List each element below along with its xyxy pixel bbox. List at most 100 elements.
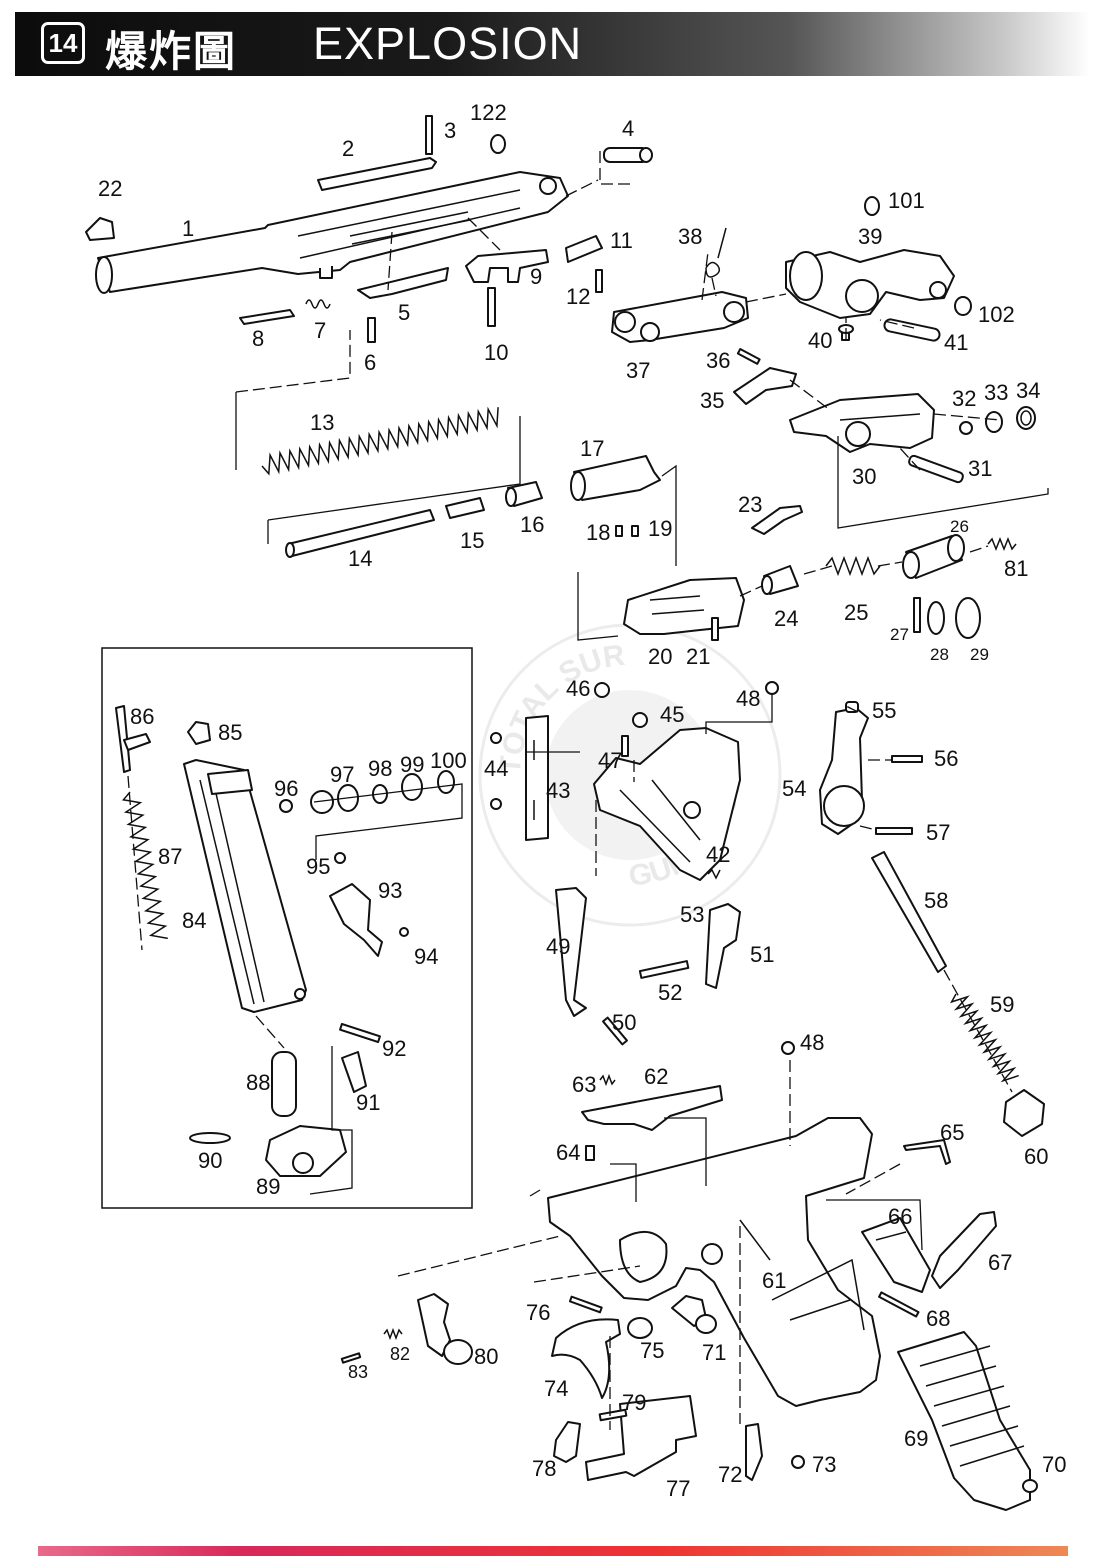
part-86-follower-rod xyxy=(115,705,151,773)
label-11: 11 xyxy=(610,228,633,253)
part-10-pin xyxy=(487,287,496,327)
label-92: 92 xyxy=(382,1036,406,1061)
part-8-lever xyxy=(239,309,295,325)
part-88-tube xyxy=(271,1051,297,1117)
part-53-spring xyxy=(707,868,721,880)
label-37: 37 xyxy=(626,358,650,383)
part-95-screw xyxy=(334,852,346,864)
label-26: 26 xyxy=(950,517,969,536)
part-39-front-toggle xyxy=(785,249,955,319)
label-69: 69 xyxy=(904,1426,928,1451)
label-44: 44 xyxy=(484,756,508,781)
part-64-spring xyxy=(585,1145,595,1161)
label-30: 30 xyxy=(852,464,876,489)
label-100: 100 xyxy=(430,748,467,773)
part-72-lever xyxy=(745,1423,763,1481)
label-87: 87 xyxy=(158,844,182,869)
label-53: 53 xyxy=(680,902,704,927)
part-54-hammer xyxy=(819,707,869,835)
label-22: 22 xyxy=(98,176,122,201)
label-66: 66 xyxy=(888,1204,912,1229)
part-76-pin xyxy=(568,1295,603,1314)
label-9: 9 xyxy=(530,264,542,289)
part-51-sear xyxy=(705,903,741,989)
label-101: 101 xyxy=(888,188,925,213)
label-68: 68 xyxy=(926,1306,950,1331)
part-2-extractor xyxy=(317,157,437,191)
label-17: 17 xyxy=(580,436,604,461)
part-96-screw xyxy=(279,799,293,813)
part-69-grip-panel xyxy=(897,1331,1031,1511)
part-67-lever xyxy=(931,1211,997,1289)
label-63: 63 xyxy=(572,1072,596,1097)
label-60: 60 xyxy=(1024,1144,1048,1169)
label-72: 72 xyxy=(718,1462,742,1487)
part-24-valve xyxy=(761,565,799,595)
label-85: 85 xyxy=(218,720,242,745)
label-94: 94 xyxy=(414,944,438,969)
label-45: 45 xyxy=(660,702,684,727)
part-71-button xyxy=(671,1295,717,1334)
part-barrel-receiver xyxy=(95,171,569,294)
label-99: 99 xyxy=(400,752,424,777)
label-122: 122 xyxy=(470,100,507,125)
label-78: 78 xyxy=(532,1456,556,1481)
label-51: 51 xyxy=(750,942,774,967)
label-4: 4 xyxy=(622,116,634,141)
label-79: 79 xyxy=(622,1390,646,1415)
label-96: 96 xyxy=(274,776,298,801)
part-66-latch xyxy=(861,1217,931,1293)
part-31-screw xyxy=(908,454,964,484)
part-60-plug xyxy=(1003,1089,1045,1137)
part-11-plate xyxy=(565,235,603,263)
part-79-pin xyxy=(598,1408,628,1422)
label-16: 16 xyxy=(520,512,544,537)
label-15: 15 xyxy=(460,528,484,553)
part-33-o-ring xyxy=(985,411,1003,433)
label-38: 38 xyxy=(678,224,702,249)
part-35-hook xyxy=(733,367,797,405)
label-83: 83 xyxy=(348,1362,368,1382)
label-57: 57 xyxy=(926,820,950,845)
part-48-screw-upper xyxy=(765,681,779,695)
part-21-pin xyxy=(711,617,719,641)
part-68-pin xyxy=(878,1291,920,1318)
label-19: 19 xyxy=(648,516,672,541)
label-18: 18 xyxy=(586,520,610,545)
part-99-piece xyxy=(401,773,423,801)
label-12: 12 xyxy=(566,284,590,309)
leader-lines xyxy=(127,148,1049,1430)
label-49: 49 xyxy=(546,934,570,959)
part-48-screw-lower xyxy=(781,1041,795,1055)
part-70-screw xyxy=(1022,1479,1038,1493)
part-100-o-ring xyxy=(437,770,455,794)
label-55: 55 xyxy=(872,698,896,723)
part-12-pin xyxy=(595,269,603,293)
part-81-spring xyxy=(987,536,1017,552)
label-86: 86 xyxy=(130,704,154,729)
part-28-o-ring xyxy=(927,601,945,635)
part-63-spring xyxy=(599,1073,616,1087)
label-56: 56 xyxy=(934,746,958,771)
label-81: 81 xyxy=(1004,556,1028,581)
label-90: 90 xyxy=(198,1148,222,1173)
label-41: 41 xyxy=(944,330,968,355)
footer-stripe xyxy=(38,1546,1068,1556)
label-89: 89 xyxy=(256,1174,280,1199)
part-32-ball xyxy=(959,421,973,435)
label-74: 74 xyxy=(544,1376,568,1401)
part-58-hammer-strut xyxy=(871,851,947,973)
part-27-pin xyxy=(913,597,921,633)
label-46: 46 xyxy=(566,676,590,701)
label-14: 14 xyxy=(348,546,372,571)
part-29-o-ring xyxy=(955,597,981,639)
title-chinese: 爆炸圖 xyxy=(105,27,238,76)
label-61: 61 xyxy=(762,1268,786,1293)
label-95: 95 xyxy=(306,854,330,879)
label-102: 102 xyxy=(978,302,1015,327)
title-english: EXPLOSION xyxy=(313,18,583,69)
part-94-screw xyxy=(399,927,409,937)
label-3: 3 xyxy=(444,118,456,143)
part-50-pin xyxy=(602,1016,628,1046)
